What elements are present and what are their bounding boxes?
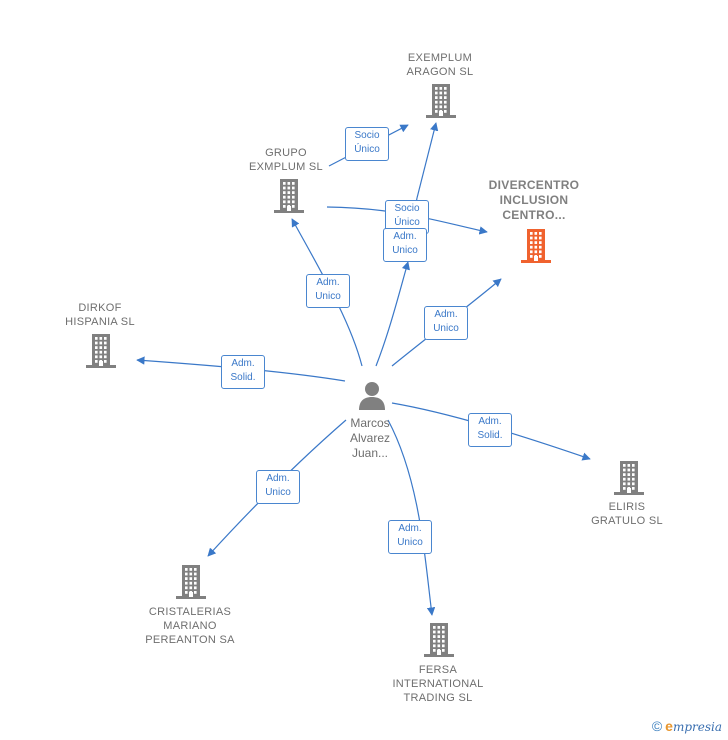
edge-label[interactable]: Adm. Unico — [424, 306, 468, 340]
node-label: GRUPO EXMPLUM SL — [249, 147, 323, 173]
building-icon — [521, 229, 551, 263]
node-label: DIVERCENTRO INCLUSION CENTRO... — [488, 178, 580, 222]
edge-label[interactable]: Adm. Solid. — [468, 413, 512, 447]
node-label: ELIRIS GRATULO SL — [591, 501, 663, 527]
edge-line — [387, 419, 436, 616]
edge-label[interactable]: Adm. Unico — [306, 274, 350, 308]
brand-initial: e — [665, 718, 673, 734]
edge-label[interactable]: Adm. Unico — [256, 470, 300, 504]
edge-line — [375, 261, 410, 367]
building-icon — [86, 334, 116, 368]
edge-label[interactable]: Adm. Unico — [383, 228, 427, 262]
person-icon — [359, 382, 385, 410]
edge-label[interactable]: Adm. Solid. — [221, 355, 265, 389]
brand-name: mpresia — [672, 720, 722, 734]
edge-line — [416, 122, 439, 199]
node-label: Marcos Alvarez Juan... — [349, 416, 390, 460]
node-label: EXEMPLUM ARAGON SL — [406, 52, 474, 78]
building-icon — [176, 565, 206, 599]
edge-label[interactable]: Adm. Unico — [388, 520, 432, 554]
node-label: DIRKOF HISPANIA SL — [65, 302, 135, 328]
node-label: FERSA INTERNATIONAL TRADING SL — [392, 664, 484, 704]
building-icon — [274, 179, 304, 213]
building-icon — [614, 461, 644, 495]
copyright-symbol: © — [651, 718, 663, 734]
edge-label[interactable]: Socio Único — [345, 127, 389, 161]
footer-brand: ©empresia — [652, 718, 722, 734]
building-icon — [426, 84, 456, 118]
building-icon — [424, 623, 454, 657]
node-label: CRISTALERIAS MARIANO PEREANTON SA — [145, 606, 235, 646]
